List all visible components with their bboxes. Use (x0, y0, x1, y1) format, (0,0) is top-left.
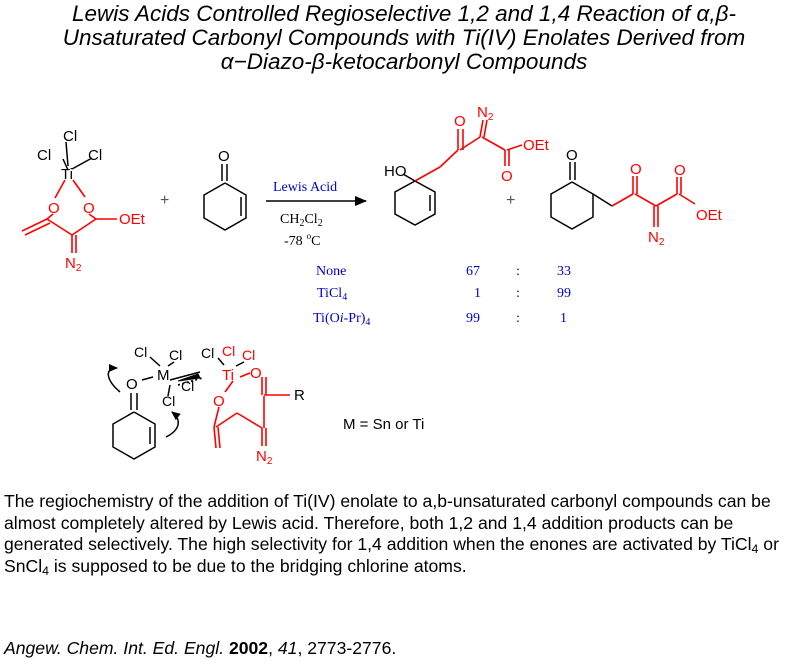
transition-state-structure: Cl Cl Cl M Cl Cl O Ti Cl Cl O O O R N2 (107, 343, 305, 467)
product-1-2-addition: HO O N2 O OEt (384, 104, 550, 226)
atom-cl: Cl (162, 393, 175, 409)
atom-oet: OEt (696, 207, 723, 224)
atom-cl: Cl (134, 344, 147, 360)
ratio-separator: : (516, 264, 520, 279)
atom-cl: Cl (242, 347, 255, 363)
lewis-acid-label: TiCl4 (317, 286, 347, 303)
ratio-1-2: 1 (474, 286, 481, 301)
journal-name: Angew. Chem. Int. Ed. Engl. (4, 638, 225, 658)
atom-cl: Cl (88, 147, 102, 164)
solvent-label: CH2Cl2 (280, 212, 323, 229)
atom-o: O (48, 200, 60, 217)
diazo-n2: N2 (65, 255, 82, 274)
citation-pages: , 2773-2776. (297, 638, 397, 658)
cyclohexenone-structure: O (203, 148, 247, 231)
plus-sign: + (160, 192, 169, 209)
table-row: Ti(Oi-Pr)4 99 : 1 (313, 311, 567, 328)
ratio-1-4: 99 (557, 286, 571, 301)
citation-volume: 41 (277, 638, 298, 658)
citation: Angew. Chem. Int. Ed. Engl. 2002, 41, 27… (4, 638, 397, 658)
atom-cl: Cl (37, 147, 51, 164)
ratio-1-4: 1 (560, 311, 567, 326)
ratio-1-4: 33 (557, 264, 571, 279)
atom-cl: Cl (222, 343, 235, 359)
table-row: TiCl4 1 : 99 (317, 286, 571, 303)
title-line-3: α−Diazo-β-ketocarbonyl Compounds (220, 49, 588, 74)
atom-o: O (674, 162, 686, 179)
citation-year: 2002 (228, 638, 269, 658)
title-line-1: Lewis Acids Controlled Regioselective 1,… (72, 1, 736, 26)
atom-o: O (501, 168, 513, 185)
atom-o: O (213, 393, 225, 410)
atom-cl: Cl (181, 378, 194, 394)
lewis-acid-label: None (316, 264, 346, 279)
reaction-scheme: Cl Cl Cl Ti O O OEt N2 + O Lewis Acid CH… (21, 104, 723, 467)
title-line-2: Unsaturated Carbonyl Compounds with Ti(I… (62, 25, 746, 50)
lewis-acid-label: Ti(Oi-Pr)4 (313, 311, 370, 328)
diazo-n2: N2 (256, 448, 273, 467)
atom-o: O (250, 365, 262, 382)
reagent-label: Lewis Acid (273, 180, 337, 195)
atom-o: O (126, 376, 138, 393)
ti-enolate-structure: Cl Cl Cl Ti O O OEt N2 (21, 128, 146, 274)
product-1-4-addition: O O O OEt N2 (550, 147, 723, 248)
atom-cl: Cl (169, 347, 182, 363)
atom-o: O (218, 148, 230, 165)
atom-o: O (454, 113, 466, 130)
description-paragraph: The regiochemistry of the addition of Ti… (4, 491, 779, 578)
ratio-1-2: 99 (466, 311, 480, 326)
atom-ti: Ti (61, 166, 73, 183)
table-row: None 67 : 33 (316, 264, 571, 279)
diazo-n2: N2 (648, 229, 665, 248)
atom-cl: Cl (201, 345, 214, 361)
metal-note: M = Sn or Ti (343, 416, 424, 433)
atom-r: R (294, 387, 305, 404)
atom-m: M (157, 367, 170, 384)
ratio-separator: : (516, 286, 520, 301)
ratio-separator: : (516, 311, 520, 326)
scheme-title: Lewis Acids Controlled Regioselective 1,… (0, 2, 808, 74)
atom-o: O (630, 161, 642, 178)
atom-oet: OEt (523, 137, 550, 154)
selectivity-table: None 67 : 33 TiCl4 1 : 99 Ti(Oi-Pr)4 99 … (313, 264, 571, 328)
plus-sign: + (506, 192, 515, 209)
atom-cl: Cl (63, 128, 77, 145)
atom-ho: HO (384, 163, 407, 180)
diazo-n2: N2 (477, 104, 494, 123)
atom-o: O (566, 147, 578, 164)
atom-oet: OEt (119, 211, 146, 228)
ratio-1-2: 67 (466, 264, 480, 279)
atom-o: O (83, 200, 95, 217)
atom-ti: Ti (222, 367, 234, 384)
